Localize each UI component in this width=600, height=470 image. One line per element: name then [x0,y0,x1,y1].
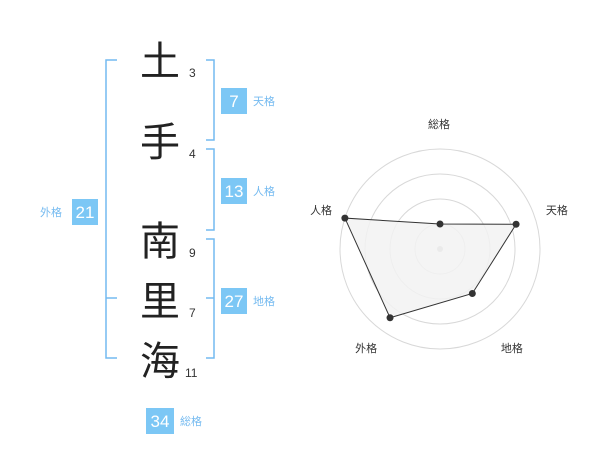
name-char-5: 海 [140,339,180,385]
radar-point-4 [386,314,394,322]
radar-axis-label-3: 地格 [500,342,523,356]
radar-point-1 [436,220,444,228]
radar-polygon [344,217,517,319]
jinkaku-bracket [206,148,215,231]
jinkaku-label: 人格 [253,185,275,198]
radar-point-2 [512,220,520,228]
radar-ring-4 [339,148,541,350]
tenkaku-label: 天格 [253,95,275,108]
radar-axis-label-4: 外格 [355,342,378,356]
stroke-count-2: 4 [189,147,196,161]
radar-axis-label-2: 天格 [545,203,568,217]
radar-axis-label-5: 人格 [310,203,333,217]
soukaku-label: 総格 [180,415,202,428]
radar-points [341,214,520,322]
name-char-4: 里 [140,279,180,325]
tenkaku-value-box: 7 [221,88,247,114]
radar-point-3 [468,289,476,297]
stroke-count-3: 9 [189,246,196,260]
soukaku-value-box: 34 [146,408,174,434]
name-char-1: 土 [140,39,180,85]
gaikaku-bracket [105,59,117,359]
name-char-3: 南 [140,219,180,265]
name-char-2: 手 [140,120,180,166]
chikaku-value-box: 27 [221,288,247,314]
radar-axis-label-1: 総格 [428,118,450,131]
gaikaku-value-box: 21 [72,199,98,225]
stroke-count-4: 7 [189,306,196,320]
tenkaku-bracket [206,59,215,141]
chikaku-label: 地格 [253,295,275,308]
stroke-count-5: 11 [185,366,198,380]
jinkaku-value-box: 13 [221,178,247,204]
stroke-count-1: 3 [189,66,196,80]
gaikaku-label: 外格 [40,206,62,219]
radar-point-5 [341,214,349,222]
